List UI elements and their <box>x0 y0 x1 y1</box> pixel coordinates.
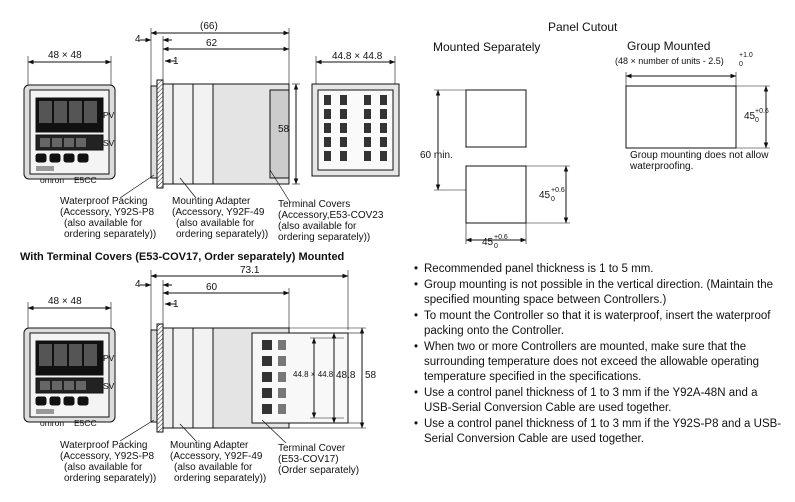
bottom-overall-dim: 73.1 <box>240 265 260 276</box>
top-bezel-dim: 1 <box>173 56 179 67</box>
top-callout-adapter-3: ordering separately)) <box>176 229 269 240</box>
panel-cutout-title: Panel Cutout <box>548 20 618 34</box>
panel-cutout-group <box>625 72 770 149</box>
note-item: To mount the Controller so that it is wa… <box>414 309 786 339</box>
group-height-tol: +0.6 <box>755 108 769 115</box>
top-rear-view <box>311 56 400 177</box>
bottom-height-dim: 58 <box>365 370 377 381</box>
group-formula-zero: 0 <box>739 61 743 68</box>
bottom-front-model: E5CC <box>74 418 97 428</box>
top-pv-label: PV <box>103 110 115 120</box>
bottom-cover-dim: 44.8 × 44.8 <box>293 370 334 379</box>
group-note-0: Group mounting does not allow <box>630 150 769 161</box>
top-sv-label: SV <box>103 138 115 148</box>
note-item: Use a control panel thickness of 1 to 3 … <box>414 417 786 447</box>
cut-height-zero: 0 <box>551 196 555 203</box>
bottom-callout-adapter-1: (Accessory, Y92F-49 <box>170 451 263 462</box>
min-gap-dim: 60 min. <box>420 150 453 161</box>
bottom-cover-height-dim: 48.8 <box>336 370 356 381</box>
bottom-bezel-dim: 1 <box>173 299 179 310</box>
mounting-notes: Recommended panel thickness is 1 to 5 mm… <box>414 262 786 448</box>
top-callout-covers-3: ordering separately)) <box>278 232 371 243</box>
top-callout-packing-3: ordering separately)) <box>64 229 157 240</box>
bottom-callout-adapter-0: Mounting Adapter <box>170 440 249 451</box>
group-height-dim: 45 <box>744 111 756 122</box>
top-callout-covers-0: Terminal Covers <box>278 199 351 210</box>
cut-height-tol: +0.6 <box>551 187 565 194</box>
panel-cutout-separate <box>434 89 570 244</box>
group-note-1: waterproofing. <box>630 161 694 172</box>
bottom-front-view <box>23 302 116 423</box>
group-formula-tol: +1.0 <box>739 52 753 59</box>
bottom-callout-packing-0: Waterproof Packing <box>60 440 148 451</box>
top-callout-adapter-0: Mounting Adapter <box>172 196 251 207</box>
group-height-zero: 0 <box>755 117 759 124</box>
bottom-callout-adapter-3: ordering separately)) <box>174 473 267 484</box>
bottom-callout-packing-3: ordering separately)) <box>64 473 157 484</box>
top-side-view <box>140 28 300 189</box>
bottom-side-view <box>140 270 366 433</box>
cut-width-zero: 0 <box>494 243 498 250</box>
top-front-model: E5CC <box>74 175 97 185</box>
bottom-front-brand: omron <box>40 418 65 428</box>
bottom-heading: With Terminal Covers (E53-COV17, Order s… <box>20 251 345 263</box>
bottom-callout-cover-1: (E53-COV17) <box>278 454 339 465</box>
cut-height-dim: 45 <box>539 190 551 201</box>
top-rear-dim: 44.8 × 44.8 <box>332 51 383 62</box>
top-panel-dim: 4 <box>135 34 141 45</box>
bottom-pv-label: PV <box>103 353 115 363</box>
top-callout-packing-1: (Accessory, Y92S-P8 <box>60 207 155 218</box>
top-front-width-dim: 48 × 48 <box>48 50 82 61</box>
bottom-leaders <box>119 419 287 444</box>
note-item: When two or more Controllers are mounted… <box>414 340 786 385</box>
bottom-panel-dim: 4 <box>135 279 141 290</box>
bottom-front-width-dim: 48 × 48 <box>48 296 82 307</box>
top-callout-adapter-1: (Accessory, Y92F-49 <box>172 207 265 218</box>
bottom-callout-packing-2: (also available for <box>64 462 143 473</box>
bottom-callout-adapter-2: (also available for <box>174 462 253 473</box>
cut-width-tol: +0.6 <box>494 234 508 241</box>
cut-width-dim: 45 <box>482 237 494 248</box>
top-body-dim: 62 <box>206 38 218 49</box>
top-callout-covers-2: (also available for <box>278 221 357 232</box>
bottom-callout-packing-1: (Accessory, Y92S-P8 <box>60 451 155 462</box>
bottom-callout-cover-0: Terminal Cover <box>278 443 346 454</box>
note-item: Use a control panel thickness of 1 to 3 … <box>414 386 786 416</box>
top-front-brand: omron <box>40 175 65 185</box>
bottom-body-dim: 60 <box>206 282 218 293</box>
top-callout-packing-0: Waterproof Packing <box>60 196 148 207</box>
top-callout-adapter-2: (also available for <box>176 218 255 229</box>
top-front-view <box>23 56 116 180</box>
bottom-callout-cover-2: (Order separately) <box>278 465 360 476</box>
mounted-separately-title: Mounted Separately <box>433 40 541 54</box>
top-height-dim: 58 <box>278 124 290 135</box>
top-leaders <box>119 169 291 203</box>
top-callout-covers-1: (Accessory,E53-COV23 <box>278 210 384 221</box>
top-overall-dim: (66) <box>200 21 218 32</box>
note-item: Recommended panel thickness is 1 to 5 mm… <box>414 262 786 277</box>
bottom-sv-label: SV <box>103 381 115 391</box>
group-formula: (48 × number of units - 2.5) <box>615 56 724 66</box>
group-mounted-title: Group Mounted <box>627 39 711 53</box>
note-item: Group mounting is not possible in the ve… <box>414 278 786 308</box>
top-callout-packing-2: (also available for <box>64 218 143 229</box>
